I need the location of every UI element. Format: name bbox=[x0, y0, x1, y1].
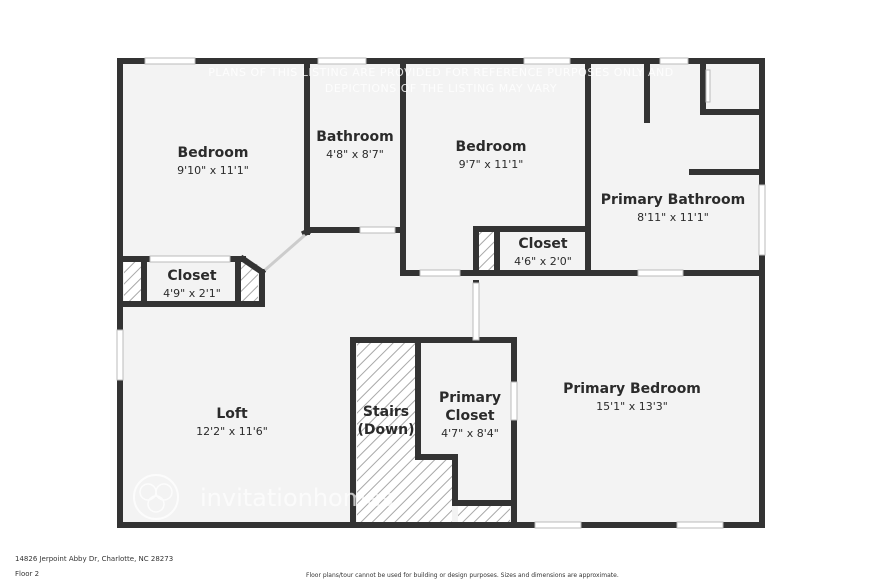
primary-bedroom-dims: 15'1" x 13'3" bbox=[596, 400, 668, 413]
footer-address: 14826 Jerpoint Abby Dr, Charlotte, NC 28… bbox=[15, 555, 174, 563]
bathroom-dims: 4'8" x 8'7" bbox=[326, 148, 384, 161]
windows bbox=[116, 57, 766, 529]
closet-hatch-left bbox=[124, 262, 141, 302]
primary-bathroom-dims: 8'11" x 11'1" bbox=[637, 211, 709, 224]
stairs-label-line2: (Down) bbox=[358, 422, 415, 438]
primary-closet-dims: 4'7" x 8'4" bbox=[441, 427, 499, 440]
logo-text: invitationhomes bbox=[200, 484, 393, 512]
stairs-hatch-lower bbox=[417, 457, 452, 523]
logo-watermark bbox=[133, 474, 179, 520]
primary-closet-name-line1: Primary bbox=[439, 390, 501, 406]
closet2-dims: 4'6" x 2'0" bbox=[514, 255, 572, 268]
closet2-name: Closet bbox=[518, 236, 568, 252]
floor-area bbox=[120, 61, 762, 525]
primary-bathroom-name: Primary Bathroom bbox=[601, 192, 745, 208]
bedroom2-dims: 9'7" x 11'1" bbox=[459, 158, 524, 171]
primary-closet-hatch bbox=[458, 506, 510, 523]
bedroom1-name: Bedroom bbox=[178, 145, 249, 161]
loft-name: Loft bbox=[216, 406, 248, 422]
loft-dims: 12'2" x 11'6" bbox=[196, 425, 268, 438]
primary-closet-name-line2: Closet bbox=[445, 408, 495, 424]
diagonal-opening bbox=[264, 233, 306, 272]
watermark-line-1: PLANS OF THIS LISTING ARE PROVIDED FOR R… bbox=[208, 66, 674, 79]
bedroom1-dims: 9'10" x 11'1" bbox=[177, 164, 249, 177]
stairs-hatch bbox=[357, 343, 417, 523]
closet1-name: Closet bbox=[167, 268, 217, 284]
footer-floor: Floor 2 bbox=[15, 570, 40, 578]
bedroom2-name: Bedroom bbox=[456, 139, 527, 155]
bathroom-name: Bathroom bbox=[316, 129, 394, 145]
closet-hatch-right bbox=[240, 264, 258, 302]
door-openings bbox=[149, 226, 684, 421]
stairs-label-line1: Stairs bbox=[363, 404, 409, 420]
watermark-line-2: DEPICTIONS OF THE LISTING MAY VARY bbox=[325, 82, 557, 95]
footer-disclaimer: Floor plans/tour cannot be used for buil… bbox=[306, 572, 619, 579]
closet1-dims: 4'9" x 2'1" bbox=[163, 287, 221, 300]
closet2-hatch bbox=[476, 232, 494, 270]
primary-bedroom-name: Primary Bedroom bbox=[563, 381, 701, 397]
